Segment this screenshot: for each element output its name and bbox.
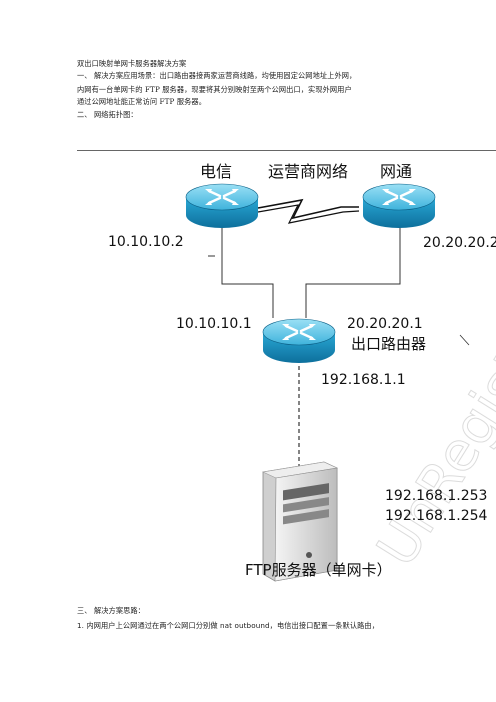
exit-left-ip-label: 10.10.10.1 (176, 316, 252, 332)
section3-heading: 三、 解决方案思路： (77, 606, 145, 615)
exit-router-label: 出口路由器 (351, 335, 426, 353)
server-ip2-label: 192.168.1.254 (385, 508, 488, 524)
router-telecom (184, 182, 260, 230)
telecom-ip-label: 10.10.10.2 (108, 234, 184, 250)
ftp-server-label: FTP服务器（单网卡） (245, 561, 392, 579)
network-topology-diagram: UnRegistered 电信 运营商网络 网通 10.10.10.2 20.2… (77, 150, 496, 593)
server-ip1-label: 192.168.1.253 (385, 488, 487, 504)
exit-right-ip-label: 20.20.20.1 (347, 316, 423, 332)
section1-line3: 通过公网地址能正常访问 FTP 服务器。 (77, 97, 207, 106)
router-exit (261, 317, 337, 365)
unicom-ip-label: 20.20.20.2 (423, 235, 496, 251)
lan-ip-label: 192.168.1.1 (321, 372, 406, 388)
router-telecom-label: 电信 (200, 162, 232, 181)
section1-line1: 一、 解决方案应用场景：出口路由器接两家运营商线路，均使用固定公网地址上外网， (77, 71, 357, 80)
watermark-text: UnRegistered (365, 236, 496, 577)
section1-line2: 内网有一台单网卡的 FTP 服务器，现要将其分别映射至两个公网出口，实现外网用户 (77, 85, 352, 94)
section3-item1: 1. 内网用户上公网通过在两个公网口分别做 nat outbound，电信出接口… (77, 621, 379, 630)
document-title: 双出口映射单网卡服务器解决方案 (77, 59, 187, 68)
ftp-server-icon (261, 461, 339, 582)
router-unicom (361, 182, 437, 230)
router-unicom-label: 网通 (380, 162, 412, 181)
section2-heading: 二、 网络拓扑图： (77, 110, 138, 119)
isp-network-label: 运营商网络 (268, 162, 348, 181)
